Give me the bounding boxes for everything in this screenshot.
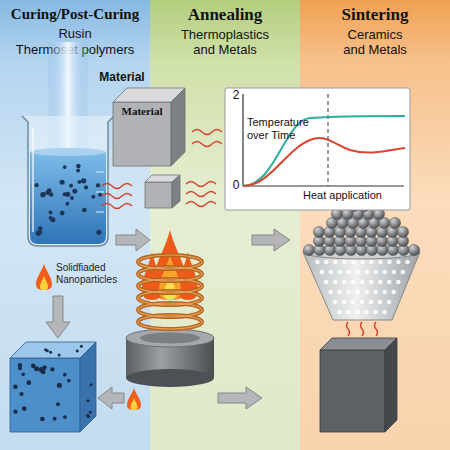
band-subtitle: Thermoplastics and Metals bbox=[175, 28, 275, 58]
axis-value: 0 bbox=[229, 179, 243, 193]
band-heading: Sintering bbox=[305, 5, 445, 25]
axis-title: Temperature over Time bbox=[247, 116, 327, 141]
cube-shape bbox=[113, 88, 185, 166]
process-band: Curing/Post-CuringRusinThermoset polymer… bbox=[0, 0, 150, 450]
axis-title: Heat application bbox=[303, 189, 407, 202]
temperature-chart: 2Temperature over Time 0Heat application bbox=[225, 88, 410, 210]
process-note: Solidfiaded Nanoparticles bbox=[56, 262, 120, 285]
band-subtitle: Rusin bbox=[10, 27, 140, 42]
band-subtitle: Thermoset polymers bbox=[5, 43, 145, 58]
band-heading: Curing/Post-Curing bbox=[2, 6, 148, 23]
material-label: Material bbox=[113, 105, 171, 118]
material-label: Material bbox=[91, 71, 153, 85]
band-subtitle: Ceramics and Metals bbox=[339, 28, 411, 58]
material-block: MaterialMaterial bbox=[113, 88, 185, 166]
cube-face bbox=[113, 102, 171, 166]
process-band: SinteringCeramics and Metals bbox=[300, 0, 450, 450]
process-band: AnnealingThermoplastics and Metals bbox=[150, 0, 300, 450]
band-heading: Annealing bbox=[155, 5, 295, 25]
cube-face bbox=[171, 88, 185, 166]
axis-value: 2 bbox=[229, 89, 243, 103]
